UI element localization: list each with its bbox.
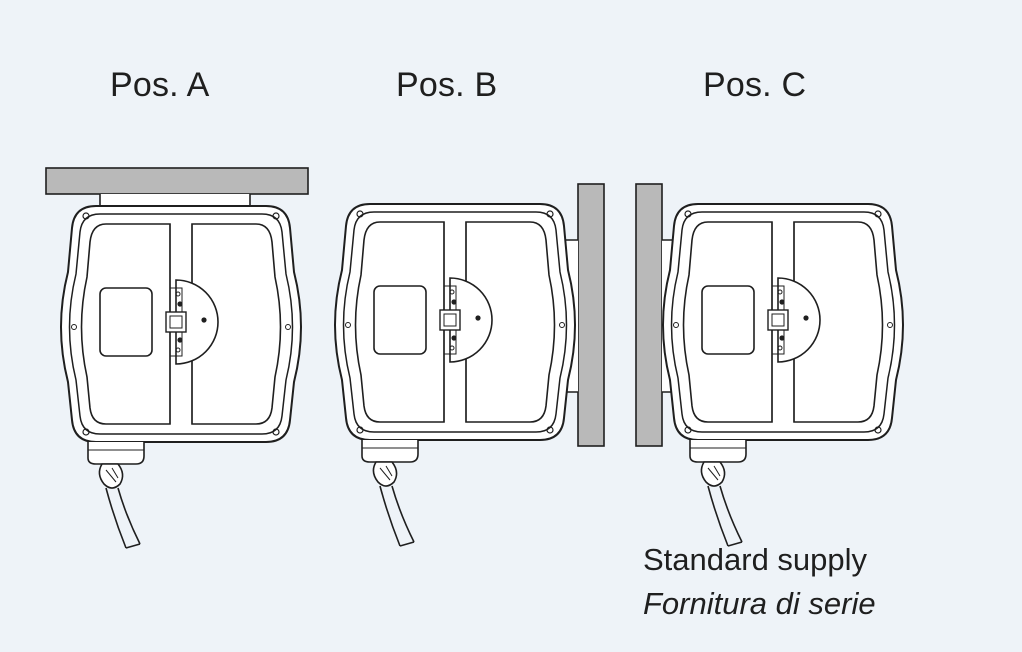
standard-supply-note: Standard supply	[643, 542, 868, 577]
position-b-diagram	[334, 183, 605, 547]
wall-plate-b	[577, 183, 605, 447]
position-a-label: Pos. A	[110, 66, 210, 104]
standard-supply-note-italian: Fornitura di serie	[643, 586, 876, 621]
position-c-diagram	[635, 183, 904, 547]
wall-plate-c	[635, 183, 663, 447]
reel-unit-c	[662, 203, 904, 547]
reel-unit-b	[334, 203, 576, 547]
position-c-label: Pos. C	[703, 66, 807, 104]
position-b-label: Pos. B	[396, 66, 498, 104]
ceiling-plate	[45, 167, 309, 195]
position-a-diagram	[45, 167, 309, 549]
reel-unit-a	[60, 205, 302, 549]
